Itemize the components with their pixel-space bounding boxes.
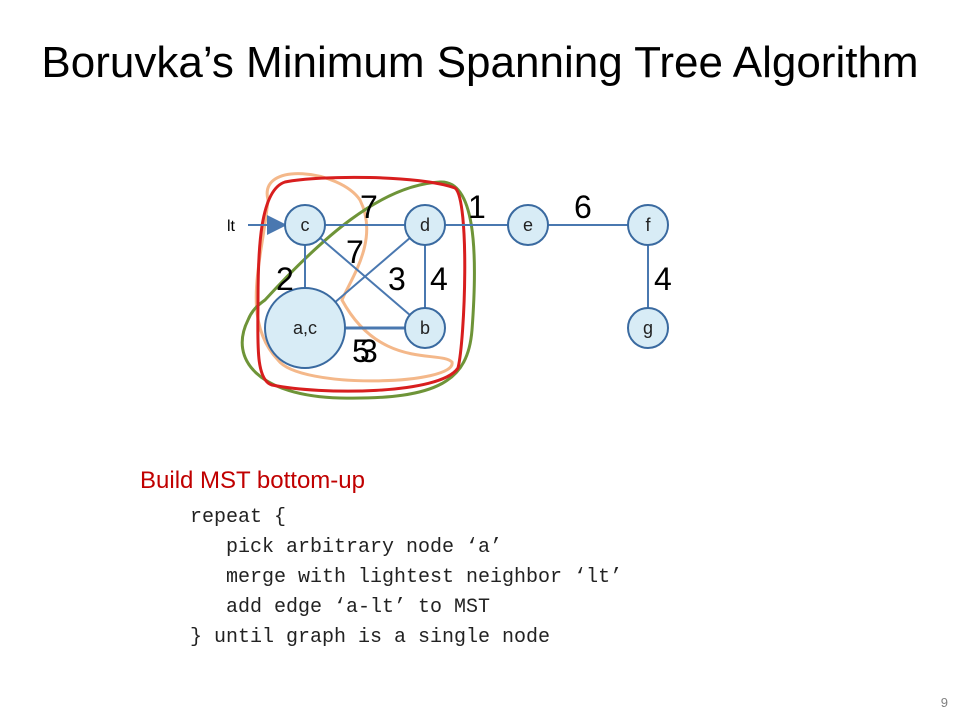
node-label-c: c [301, 215, 310, 235]
node-b [404, 307, 446, 349]
code-line: repeat { [190, 506, 287, 529]
node-label-d: d [420, 215, 430, 235]
node-f [627, 204, 669, 246]
algorithm-heading: Build MST bottom-up [140, 467, 365, 494]
weight-ac-c: 2 [276, 261, 294, 297]
code-line: merge with lightest neighbor ‘lt’ [190, 566, 623, 589]
node-label-b: b [420, 318, 430, 338]
weight-c-d: 7 [360, 189, 378, 225]
weight-ac-d: 3 [388, 261, 406, 297]
code-line: pick arbitrary node ‘a’ [190, 536, 503, 559]
node-e [507, 204, 549, 246]
node-ac [264, 287, 346, 369]
node-c [284, 204, 326, 246]
weight-d-b: 4 [430, 261, 448, 297]
pointer-label-lt: lt [227, 218, 236, 235]
slide-title: Boruvka’s Minimum Spanning Tree Algorith… [41, 38, 919, 87]
graph-diagram: lt c d e f a,c b g 7 1 6 7 2 3 4 4 5 3 [227, 172, 672, 400]
node-label-e: e [523, 215, 533, 235]
algorithm-code: repeat { pick arbitrary node ‘a’ merge w… [190, 503, 622, 653]
code-line: } until graph is a single node [190, 626, 551, 649]
weight-d-e: 1 [468, 189, 486, 225]
weight-ac-b-a: 5 [352, 333, 370, 369]
node-label-f: f [645, 215, 651, 235]
cluster-outline-peach [254, 172, 454, 383]
weight-c-b: 7 [346, 234, 364, 270]
code-line: add edge ‘a-lt’ to MST [190, 596, 491, 619]
weight-f-g: 4 [654, 261, 672, 297]
cluster-outline-green [240, 180, 476, 400]
node-label-ac: a,c [293, 318, 317, 338]
node-label-g: g [643, 318, 653, 338]
node-d [404, 204, 446, 246]
weight-e-f: 6 [574, 189, 592, 225]
weight-ac-b-b: 3 [360, 333, 378, 369]
node-g [627, 307, 669, 349]
page-number: 9 [940, 695, 948, 710]
cluster-outline-red [256, 175, 467, 393]
